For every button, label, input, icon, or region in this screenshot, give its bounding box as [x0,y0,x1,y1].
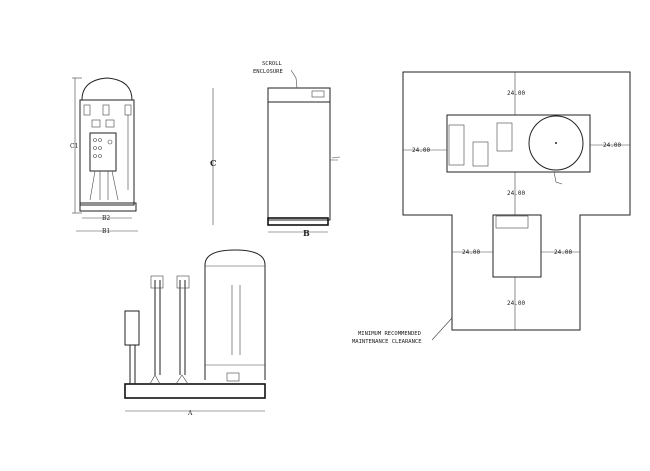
clearance-middle: 24.00 [507,190,525,197]
clearance-lower-right: 24.00 [554,249,572,256]
width-b2-label: B2 [102,215,110,222]
clearance-top: 24.00 [507,90,525,97]
clearance-right: 24.00 [603,142,621,149]
scroll-enclosure-callout-2: ENCLOSURE [253,69,283,75]
side-view: C B SCROLL ENCLOSURE [210,61,341,238]
clearance-bottom: 24.00 [507,300,525,307]
clearance-left: 24.00 [412,147,430,154]
length-a-label: A [187,410,193,417]
plan-view: 24.00 24.00 24.00 24.00 24.00 24.00 24.0… [352,71,631,345]
clearance-lower-left: 24.00 [462,249,480,256]
width-b-label: B [303,228,310,238]
clearance-note-1: MINIMUM RECOMMENDED [358,331,421,337]
clearance-note-2: MAINTENANCE CLEARANCE [352,339,422,345]
height-c-label: C [210,158,216,168]
width-b1-label: B1 [102,228,110,235]
height-c1-label: C1 [70,143,78,150]
scroll-enclosure-callout-1: SCROLL [262,61,283,67]
tank-view: A [124,249,266,417]
front-view: C1 B2 B1 [70,77,138,235]
